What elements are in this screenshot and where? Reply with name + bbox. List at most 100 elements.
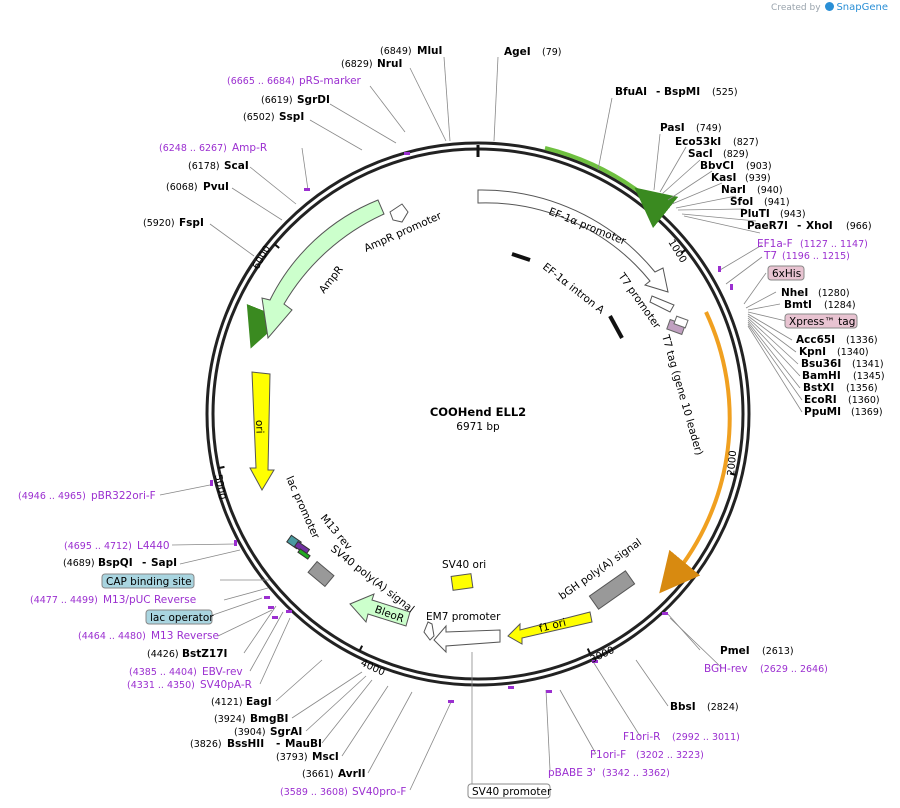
msci-name[interactable]: MscI <box>312 751 339 763</box>
bbsi-name[interactable]: BbsI <box>670 701 696 713</box>
pasi-name[interactable]: PasI <box>660 122 685 134</box>
pmei-pos: (2613) <box>762 646 794 657</box>
sv40par-name[interactable]: SV40pA-R <box>200 679 252 691</box>
bamhi-name[interactable]: BamHI <box>802 370 841 382</box>
pbr322-pos: (4946 .. 4965) <box>18 491 86 502</box>
l4440-pos: (4695 .. 4712) <box>64 541 132 552</box>
tick-5000: 5000 <box>212 474 227 501</box>
lac-promoter-label: lac promoter <box>283 474 322 541</box>
agei-pos: (79) <box>542 47 562 58</box>
sspi-name[interactable]: SspI <box>279 111 304 123</box>
f1orir-name[interactable]: F1ori-R <box>623 731 660 743</box>
tick-mark-1 <box>680 248 687 255</box>
avrii-name[interactable]: AvrII <box>338 768 366 780</box>
6xhis-label[interactable]: 6xHis <box>772 268 801 280</box>
bsshii-name[interactable]: BssHII <box>227 738 264 750</box>
bgh-polya-box <box>588 570 636 610</box>
ampr-primer-name[interactable]: Amp-R <box>232 142 267 154</box>
ef1af-pos: (1127 .. 1147) <box>800 239 868 250</box>
pvui-pos: (6068) <box>166 182 198 193</box>
tick-mark-5 <box>218 465 225 470</box>
paer7i-name[interactable]: PaeR7I <box>747 220 788 232</box>
bstxi-name[interactable]: BstXI <box>803 382 834 394</box>
bbvci-name[interactable]: BbvCI <box>700 160 734 172</box>
bmti-name[interactable]: BmtI <box>784 299 812 311</box>
ebvrev-name[interactable]: EBV-rev <box>202 666 243 678</box>
sgrai-pos: (3904) <box>234 727 266 738</box>
pbabe-name[interactable]: pBABE 3' <box>548 767 596 779</box>
created-by-text: Created by <box>771 3 821 13</box>
ef1af-name[interactable]: EF1a-F <box>757 238 793 250</box>
bsshii-pos: (3826) <box>190 739 222 750</box>
boxed-labels: 6xHis Xpress™ tag CAP binding site lac o… <box>101 265 858 799</box>
eagi-name[interactable]: EagI <box>246 696 272 708</box>
l4440-name[interactable]: L4440 <box>137 540 170 552</box>
pbr322-name[interactable]: pBR322ori-F <box>91 490 156 502</box>
nari-pos: (940) <box>757 185 783 196</box>
ecori-name[interactable]: EcoRI <box>804 394 837 406</box>
eco53ki-pos: (827) <box>733 137 759 148</box>
acc65i-pos: (1336) <box>846 335 878 346</box>
nhei-pos: (1280) <box>818 288 850 299</box>
bbvci-pos: (903) <box>746 161 772 172</box>
ppumi-name[interactable]: PpuMI <box>804 406 841 418</box>
primer-marks <box>210 152 733 703</box>
acc65i-name[interactable]: Acc65I <box>796 334 835 346</box>
m13puc-name[interactable]: M13/pUC Reverse <box>103 594 196 606</box>
sgrai-name[interactable]: SgrAI <box>270 726 302 738</box>
bfuai-name[interactable]: BfuAI <box>615 86 647 98</box>
plasmid-name: COOHend ELL2 <box>430 405 526 419</box>
agei-name[interactable]: AgeI <box>504 46 531 58</box>
sspi-pos: (6502) <box>243 112 275 123</box>
bmti-pos: (1284) <box>824 300 856 311</box>
tick-6000: 6000 <box>251 244 273 272</box>
cap-label[interactable]: CAP binding site <box>106 576 192 588</box>
pmei-name[interactable]: PmeI <box>720 645 750 657</box>
sgrdi-name[interactable]: SgrDI <box>297 94 330 106</box>
fspi-name[interactable]: FspI <box>179 217 204 229</box>
saci-name[interactable]: SacI <box>688 148 713 160</box>
sv40-promoter-label[interactable]: SV40 promoter <box>472 786 552 798</box>
sv40-polya-box <box>307 560 335 588</box>
prs-name[interactable]: pRS-marker <box>299 75 362 87</box>
bspqi-name[interactable]: BspQI <box>98 557 133 569</box>
m13rev-name[interactable]: M13 Reverse <box>151 630 219 642</box>
mlui-name[interactable]: MluI <box>417 45 442 57</box>
plasmid-size: 6971 bp <box>456 421 500 433</box>
xhoi-name[interactable]: XhoI <box>806 220 833 232</box>
sv40pro-name[interactable]: SV40pro-F <box>352 786 406 798</box>
bghrev-name[interactable]: BGH-rev <box>704 663 748 675</box>
bspmi-name[interactable]: BspMI <box>664 86 700 98</box>
tick-mark-4 <box>358 645 364 652</box>
xpress-label[interactable]: Xpress™ tag <box>789 316 855 328</box>
kpni-name[interactable]: KpnI <box>799 346 826 358</box>
f1orif-name[interactable]: F1ori-F <box>590 749 626 761</box>
sfoi-name[interactable]: SfoI <box>730 196 753 208</box>
em7-arrow <box>423 621 435 641</box>
bbsi-pos: (2824) <box>707 702 739 713</box>
maubi-name[interactable]: MauBI <box>285 738 322 750</box>
nari-name[interactable]: NarI <box>721 184 746 196</box>
sapi-name[interactable]: SapI <box>151 557 177 569</box>
eco53ki-name[interactable]: Eco53kI <box>675 136 721 148</box>
bsu36i-name[interactable]: Bsu36I <box>801 358 841 370</box>
tick-mark-6 <box>273 243 280 249</box>
bstz17i-name[interactable]: BstZ17I <box>182 648 227 660</box>
t7-name[interactable]: T7 <box>763 250 777 262</box>
pvui-name[interactable]: PvuI <box>203 181 229 193</box>
scai-name[interactable]: ScaI <box>224 160 249 172</box>
lac-operator-label[interactable]: lac operator <box>150 612 214 624</box>
bmgbi-name[interactable]: BmgBI <box>250 713 288 725</box>
pluti-name[interactable]: PluTI <box>740 208 770 220</box>
nrui-name[interactable]: NruI <box>377 58 402 70</box>
f1orif-pos: (3202 .. 3223) <box>636 750 704 761</box>
ef1a-promoter-label: EF-1α promoter <box>547 206 628 248</box>
bspqi-pos: (4689) <box>63 558 95 569</box>
kasi-name[interactable]: KasI <box>711 172 736 184</box>
bmgbi-pos: (3924) <box>214 714 246 725</box>
tick-mark-2 <box>729 472 737 476</box>
enzyme-labels: (6849) MluI AgeI (79) (6829) NruI (6619)… <box>63 45 885 780</box>
m13rev-pos: (4464 .. 4480) <box>78 631 146 642</box>
nhei-name[interactable]: NheI <box>781 287 808 299</box>
t7-tag-box <box>673 315 689 329</box>
